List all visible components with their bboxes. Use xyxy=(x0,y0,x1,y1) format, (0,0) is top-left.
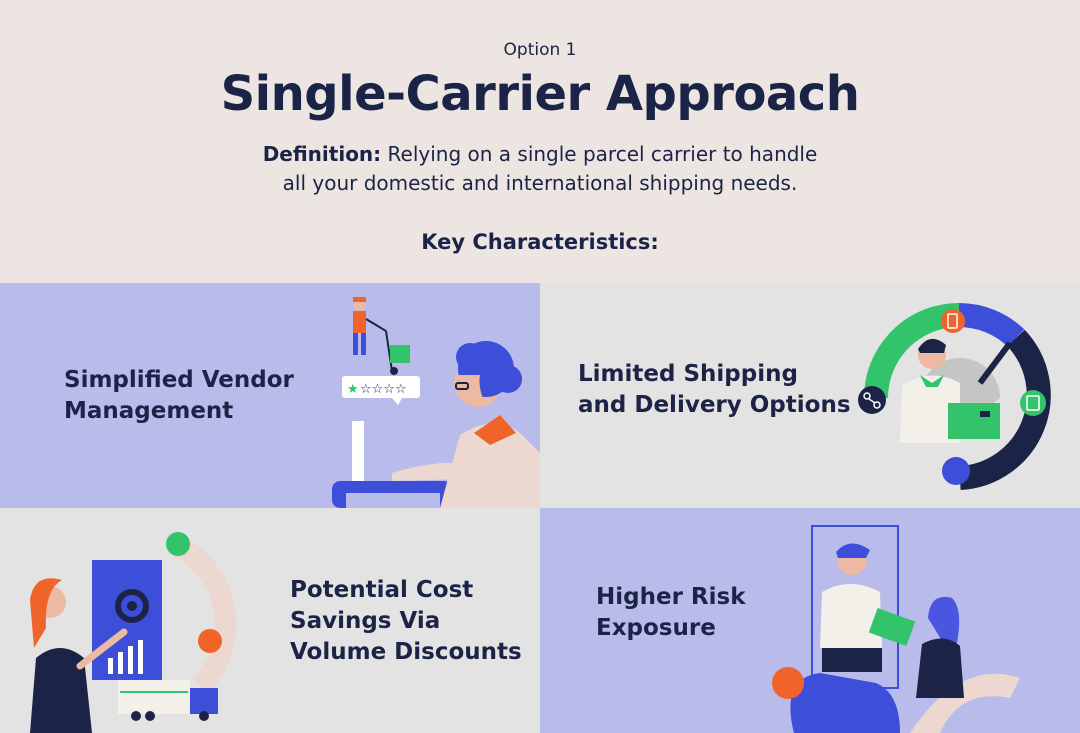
panel-limited-shipping-options: Limited Shipping and Delivery Options xyxy=(540,283,1080,508)
key-characteristics-heading: Key Characteristics: xyxy=(421,230,659,254)
laptop-screen xyxy=(352,421,364,483)
vendor-illustration: ★ ☆☆☆☆ xyxy=(332,297,540,508)
package xyxy=(868,607,916,647)
panel-label: Simplified Vendor Management xyxy=(64,367,294,424)
svg-text:★: ★ xyxy=(347,382,359,397)
person-with-hand-truck-icon xyxy=(353,297,410,375)
definition-line-1: Relying on a single parcel carrier to ha… xyxy=(387,142,818,166)
panel-label: Higher Risk Exposure xyxy=(596,584,746,641)
definition-line-2: all your domestic and international ship… xyxy=(282,171,798,195)
mobile-icon xyxy=(941,309,965,333)
star-rating-icon xyxy=(342,376,420,398)
progress-arc xyxy=(172,536,237,694)
truck-icon xyxy=(118,680,218,721)
location-pin-icon xyxy=(198,629,222,653)
gear-icon xyxy=(115,589,149,623)
route-icon xyxy=(858,386,886,414)
panel-label: Limited Shipping and Delivery Options xyxy=(578,361,851,418)
panel-higher-risk-exposure: Higher Risk Exposure xyxy=(540,508,1080,733)
woman-body xyxy=(916,638,964,698)
definition: Definition: Relying on a single parcel c… xyxy=(0,140,1080,198)
beige-arc xyxy=(910,673,1020,733)
gauge-navy xyxy=(959,329,1051,490)
woman-body xyxy=(440,423,540,508)
page-title: Single-Carrier Approach xyxy=(220,66,860,122)
gauge-illustration xyxy=(858,303,1051,490)
woman-body xyxy=(30,648,92,733)
gauge-blue xyxy=(958,303,1025,347)
option-label: Option 1 xyxy=(503,40,577,60)
document-icon xyxy=(1020,390,1046,416)
bar-chart-icon xyxy=(108,640,143,674)
panel-potential-cost-savings: Potential Cost Savings Via Volume Discou… xyxy=(0,508,540,733)
man-body xyxy=(900,375,960,443)
panel-simplified-vendor-management: Simplified Vendor Management ★ ☆☆☆☆ xyxy=(0,283,540,508)
header: Option 1 Single-Carrier Approach Definit… xyxy=(0,0,1080,283)
cost-illustration xyxy=(30,532,237,733)
package xyxy=(948,403,1000,439)
definition-label: Definition: xyxy=(262,142,382,166)
panel-label: Potential Cost Savings Via Volume Discou… xyxy=(290,577,522,665)
handoff-illustration xyxy=(772,525,1020,733)
man-body xyxy=(820,584,882,648)
svg-text:☆☆☆☆: ☆☆☆☆ xyxy=(360,382,407,397)
blue-arc xyxy=(790,673,900,733)
